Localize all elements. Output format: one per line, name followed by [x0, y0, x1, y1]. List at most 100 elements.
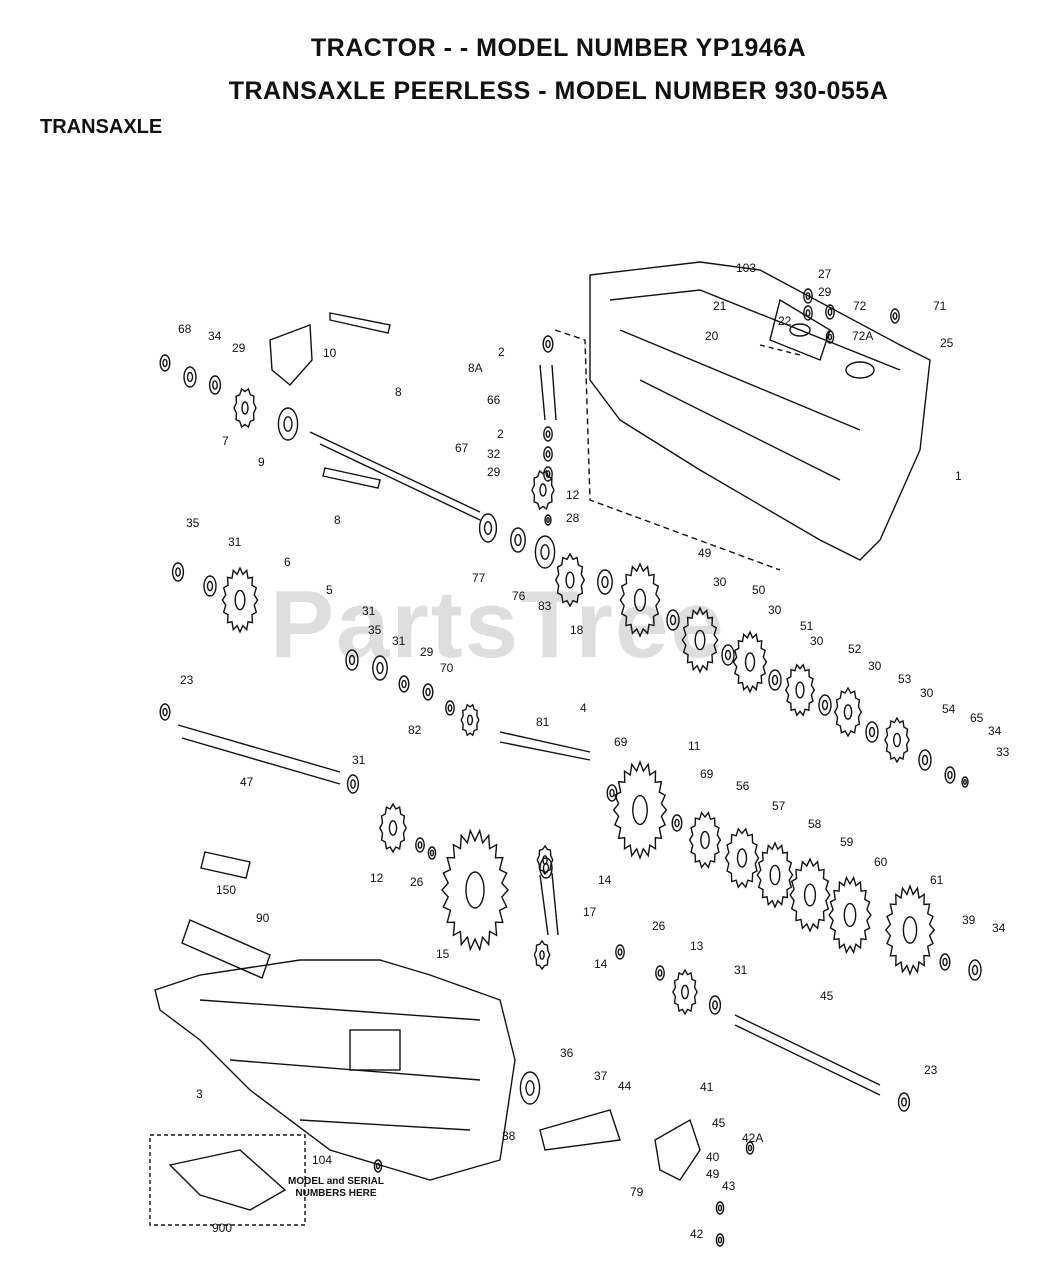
washer-30b[interactable]: [721, 644, 735, 666]
gear-15[interactable]: [441, 828, 509, 952]
shift-fork[interactable]: [269, 324, 313, 386]
washer-32[interactable]: [543, 446, 553, 462]
gear-54[interactable]: [884, 716, 910, 764]
bolt-42-head[interactable]: [715, 1233, 725, 1247]
washer-65[interactable]: [918, 749, 932, 771]
washer-76[interactable]: [534, 535, 556, 569]
nut-72[interactable]: [825, 304, 835, 320]
gear-59[interactable]: [789, 857, 831, 933]
bushing-34c[interactable]: [968, 959, 982, 981]
gear-53[interactable]: [834, 686, 862, 738]
washer-34a[interactable]: [183, 366, 197, 388]
washer-29c[interactable]: [543, 466, 553, 482]
nut-2b[interactable]: [543, 426, 553, 442]
pin-17[interactable]: [539, 872, 559, 936]
nut-14[interactable]: [539, 857, 553, 879]
lower-housing[interactable]: [154, 959, 516, 1181]
callout-51: 51: [800, 619, 814, 633]
washer-30a[interactable]: [666, 609, 680, 631]
washer-29b[interactable]: [208, 375, 222, 395]
washer-69b[interactable]: [671, 814, 683, 832]
callout-30d: 30: [868, 659, 882, 673]
shaft-47[interactable]: [177, 724, 341, 785]
washer-31b-hole: [348, 654, 356, 666]
gear-13[interactable]: [672, 968, 698, 1016]
ring-72a[interactable]: [825, 330, 835, 344]
collar-36[interactable]: [519, 1071, 541, 1105]
gear-52[interactable]: [784, 663, 816, 717]
gear-60[interactable]: [828, 875, 872, 955]
gear-12-top[interactable]: [531, 469, 555, 511]
washer-29d[interactable]: [422, 683, 434, 701]
washer-30d[interactable]: [818, 694, 832, 716]
washer-31d[interactable]: [346, 774, 360, 794]
washer-31b[interactable]: [345, 649, 359, 671]
washer-31e[interactable]: [708, 995, 722, 1015]
ring-28[interactable]: [544, 514, 552, 526]
shaft-45[interactable]: [734, 1014, 881, 1096]
washer-68[interactable]: [159, 354, 171, 372]
ring-77b[interactable]: [510, 527, 526, 553]
gear-57[interactable]: [724, 827, 760, 889]
ring-77[interactable]: [478, 513, 498, 543]
sleeve-90[interactable]: [181, 919, 271, 979]
washer-70[interactable]: [445, 700, 455, 716]
washer-26b[interactable]: [615, 944, 625, 960]
inset-box: [149, 1134, 306, 1226]
washer-31c[interactable]: [398, 675, 410, 693]
callout-33: 33: [996, 745, 1010, 759]
washer-31a[interactable]: [203, 575, 217, 597]
gear-51[interactable]: [732, 630, 768, 694]
shaft-4[interactable]: [499, 731, 591, 761]
washer-30c[interactable]: [768, 669, 782, 691]
washer-29a[interactable]: [803, 305, 813, 321]
bolt-42a-head-hole: [747, 1144, 753, 1152]
gear-58[interactable]: [756, 841, 794, 909]
nut-2a[interactable]: [542, 335, 554, 353]
gear-11[interactable]: [612, 759, 668, 861]
washer-30e[interactable]: [865, 721, 879, 743]
callout-36: 36: [560, 1046, 574, 1060]
washer-33[interactable]: [961, 776, 969, 788]
shaft-66[interactable]: [539, 364, 557, 421]
bearing-18[interactable]: [597, 569, 613, 595]
gear-82[interactable]: [460, 703, 480, 737]
gear-7[interactable]: [233, 387, 257, 429]
nut-43[interactable]: [715, 1201, 725, 1215]
washer-69a[interactable]: [606, 784, 618, 802]
callout-49b: 49: [706, 1167, 720, 1181]
bearing-23a[interactable]: [159, 703, 171, 721]
washer-26d[interactable]: [655, 965, 665, 981]
nut-71[interactable]: [890, 308, 900, 324]
plug-104[interactable]: [373, 1159, 383, 1173]
bushing-35a[interactable]: [171, 562, 185, 582]
gear-50[interactable]: [681, 606, 719, 674]
bushing-35b[interactable]: [372, 655, 388, 681]
collar-9[interactable]: [277, 407, 299, 441]
gear-56[interactable]: [688, 811, 722, 869]
gear-61[interactable]: [884, 883, 936, 977]
gear-12[interactable]: [379, 802, 407, 854]
bushing-34b[interactable]: [944, 766, 956, 784]
washer-27[interactable]: [803, 288, 813, 304]
brake-arm[interactable]: [539, 1109, 621, 1151]
callout-56: 56: [736, 779, 750, 793]
shaft-67[interactable]: [309, 431, 481, 521]
bracket-41[interactable]: [654, 1118, 701, 1181]
gear-6[interactable]: [221, 566, 259, 634]
bushing-34b-hole: [947, 770, 953, 780]
gear-83[interactable]: [554, 552, 586, 608]
callout-8b: 8: [334, 513, 341, 527]
bevel-14-bottom[interactable]: [533, 939, 551, 971]
washer-26a[interactable]: [415, 837, 425, 853]
tube-150[interactable]: [200, 851, 251, 879]
bolt-42a-head[interactable]: [745, 1141, 755, 1155]
upper-housing[interactable]: [589, 261, 931, 561]
gear-60-hub: [843, 902, 857, 928]
bearing-23b[interactable]: [897, 1092, 911, 1112]
washer-39[interactable]: [939, 953, 951, 971]
gear-49[interactable]: [619, 562, 661, 638]
callout-37: 37: [594, 1069, 608, 1083]
washer-26c[interactable]: [427, 846, 437, 860]
callout-28: 28: [566, 511, 580, 525]
